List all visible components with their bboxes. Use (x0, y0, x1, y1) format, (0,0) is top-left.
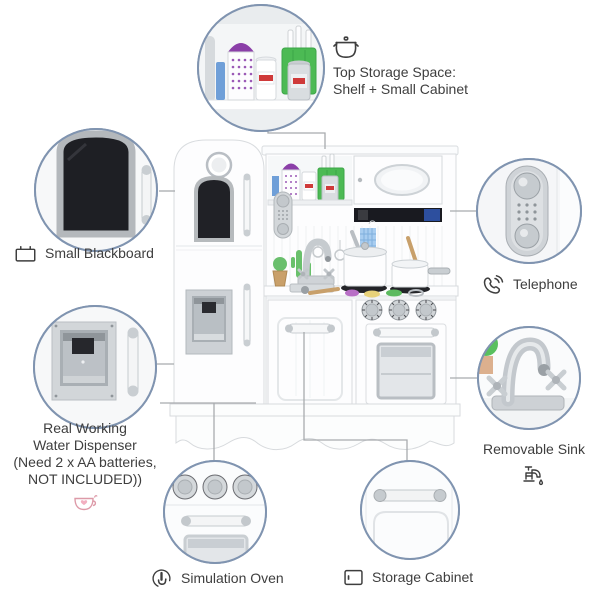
kitchen-right-section (261, 145, 459, 407)
microwave-cabinet (353, 155, 443, 205)
water-dispenser-text: Real Working Water Dispenser (Need 2 x A… (13, 420, 157, 487)
storage-cabinet-door (267, 299, 353, 407)
under-microwave-slot (354, 208, 442, 222)
label-small-blackboard: Small Blackboard (15, 245, 154, 262)
play-food (301, 286, 424, 298)
removable-sink-text: Removable Sink (483, 441, 585, 457)
callout-circle-blackboard (34, 128, 158, 252)
label-storage-cabinet: Storage Cabinet (344, 569, 473, 586)
base-skirt (169, 403, 461, 451)
callout-circle-telephone (476, 158, 582, 264)
simulation-oven-text: Simulation Oven (181, 570, 284, 586)
top-storage-text: Top Storage Space: Shelf + Small Cabinet (333, 64, 469, 97)
connector-lines (144, 113, 479, 462)
telephone-icon (483, 275, 504, 294)
oven-knobs (361, 299, 437, 321)
label-telephone: Telephone (481, 274, 578, 295)
kitchen-left-tower (173, 139, 265, 406)
oven (355, 299, 457, 407)
telephone-text: Telephone (513, 276, 578, 292)
label-top-storage: Top Storage Space: Shelf + Small Cabinet (333, 36, 523, 98)
faucet-icon (523, 466, 544, 486)
kitchen-illustration (169, 139, 461, 451)
cabinet-icon (344, 569, 363, 586)
plant-pot (272, 257, 288, 287)
callout-circle-water-dispenser (33, 305, 157, 429)
label-water-dispenser: Real Working Water Dispenser (Need 2 x A… (0, 420, 170, 515)
callout-circle-sink (477, 326, 581, 430)
teacup-icon (74, 495, 98, 511)
blackboard-door (194, 175, 234, 242)
label-removable-sink: Removable Sink (468, 441, 600, 487)
callout-circle-top-storage (197, 4, 325, 132)
connector-oven (160, 402, 256, 462)
label-simulation-oven: Simulation Oven (151, 568, 284, 589)
blackboard-icon (15, 245, 36, 262)
storage-cabinet-text: Storage Cabinet (372, 569, 474, 585)
callout-circle-oven (163, 460, 267, 564)
water-dispenser (185, 289, 233, 355)
kitchen-telephone (273, 191, 293, 239)
small-blackboard-text: Small Blackboard (45, 245, 154, 261)
touch-icon (152, 569, 171, 588)
callout-circle-storage-cabinet (360, 460, 460, 560)
connector-storage-cabinet (303, 332, 408, 462)
pot-icon (333, 36, 359, 59)
sink-and-faucet (289, 238, 335, 293)
